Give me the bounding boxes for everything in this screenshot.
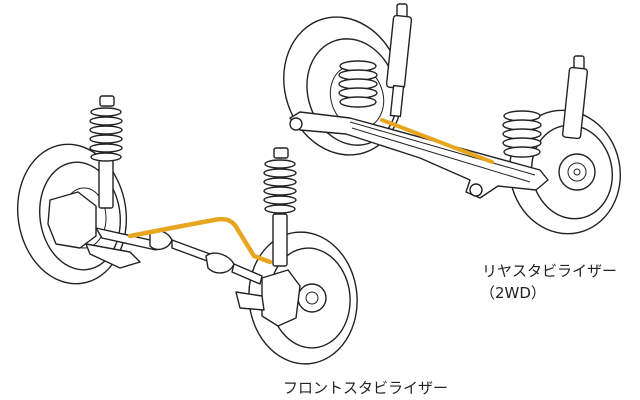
rear-stabilizer-drive-label: （2WD） xyxy=(480,284,546,302)
front-strut-left xyxy=(89,95,123,209)
front-drive-shafts xyxy=(95,227,263,285)
front-lower-arms xyxy=(85,243,265,311)
rear-stabilizer-bar xyxy=(380,118,494,164)
rear-coil-spring-right xyxy=(502,110,542,158)
rear-shock-right xyxy=(561,55,589,140)
front-suspension xyxy=(16,95,358,365)
front-stabilizer-label: フロントスタビライザー xyxy=(283,379,449,397)
rear-stabilizer-label: リヤスタビライザー xyxy=(482,262,618,280)
front-stabilizer-bar xyxy=(127,216,273,265)
front-right-knuckle xyxy=(261,269,301,327)
rear-suspension xyxy=(283,3,622,235)
rear-shock-left xyxy=(385,3,413,118)
rear-torsion-beam xyxy=(289,111,549,199)
front-strut-right xyxy=(263,147,297,267)
front-left-knuckle xyxy=(47,191,97,249)
rear-coil-spring-left xyxy=(338,60,378,108)
